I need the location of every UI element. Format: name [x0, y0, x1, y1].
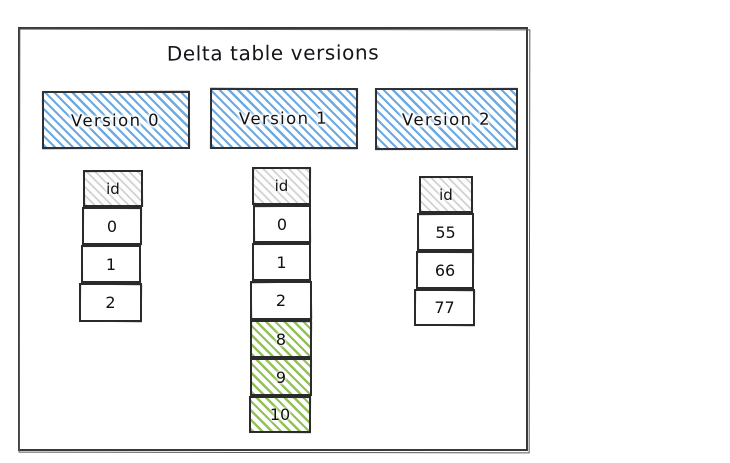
cell-value: 0 [276, 214, 288, 234]
table-row-new: 10 [249, 396, 311, 433]
table-row: 55 [417, 213, 474, 251]
table-row: 0 [253, 205, 311, 243]
version-box-version-0[interactable]: Version 0 [42, 91, 190, 149]
cell-value: 0 [106, 216, 118, 236]
cell-value: 10 [269, 405, 291, 424]
outer-frame [18, 27, 528, 451]
table-row: 2 [250, 281, 312, 320]
cell-value: 55 [435, 222, 456, 242]
table-row: 1 [81, 245, 141, 283]
table-header-cell-id: id [252, 167, 311, 205]
version-box-version-1[interactable]: Version 1 [210, 88, 358, 149]
cell-value: 1 [105, 254, 117, 274]
table-row: 2 [79, 283, 142, 322]
cell-value: 8 [275, 329, 287, 349]
cell-value: id [274, 177, 289, 195]
cell-value: id [439, 185, 453, 204]
table-row-new: 9 [250, 358, 312, 396]
cell-value: 66 [434, 260, 456, 280]
version-label: Version 0 [71, 110, 161, 130]
cell-value: 77 [434, 298, 455, 317]
version-label: Version 1 [239, 108, 329, 129]
table-header-cell-id: id [83, 170, 143, 207]
version-box-version-2[interactable]: Version 2 [375, 88, 518, 150]
version-label: Version 2 [401, 109, 492, 129]
cell-value: 9 [275, 367, 287, 387]
table-row: 1 [252, 243, 311, 281]
table-row-new: 8 [250, 320, 312, 358]
cell-value: 2 [105, 293, 116, 312]
cell-value: id [106, 179, 120, 198]
cell-value: 1 [276, 252, 287, 272]
table-row: 0 [82, 207, 142, 245]
table-row: 66 [416, 251, 474, 289]
table-row: 77 [414, 289, 475, 326]
table-header-cell-id: id [419, 176, 473, 213]
cell-value: 2 [275, 291, 287, 310]
page-title: Delta table versions [166, 40, 380, 66]
